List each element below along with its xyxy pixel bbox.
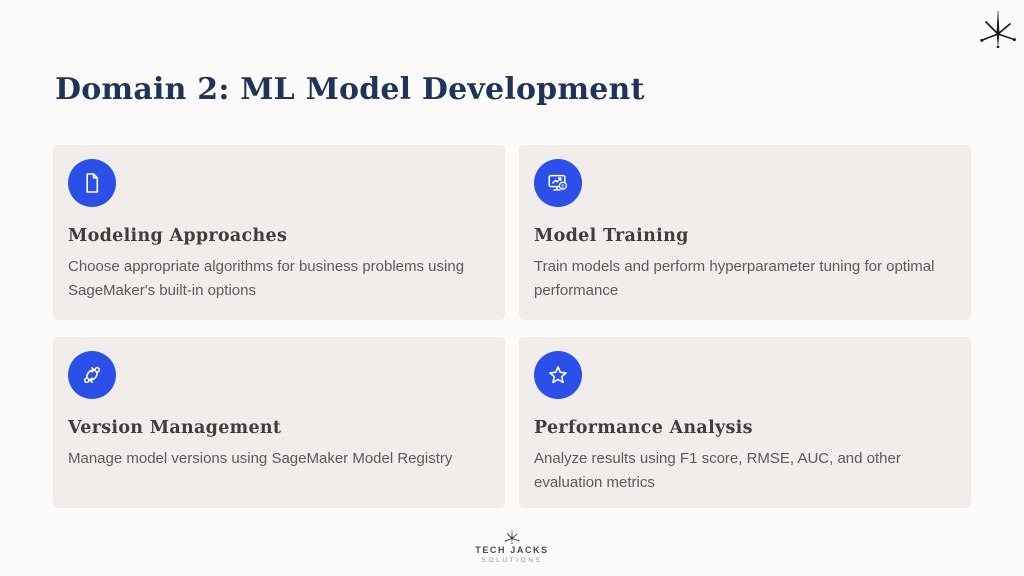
card-description: Analyze results using F1 score, RMSE, AU…: [534, 450, 901, 491]
card-model-training: $ Model Training Train models and perfor…: [519, 145, 971, 320]
footer-brand-logo: TECH JACKS SOLUTIONS: [0, 528, 1024, 564]
version-control-branch-icon: [68, 351, 116, 399]
card-title: Version Management: [68, 418, 282, 438]
star-outline-icon: [534, 351, 582, 399]
sparkle-star-icon: [980, 10, 1016, 48]
file-document-icon: [68, 159, 116, 207]
footer-brand-name: TECH JACKS: [475, 545, 549, 555]
card-modeling-approaches: Modeling Approaches Choose appropriate a…: [53, 145, 505, 320]
page-title: Domain 2: ML Model Development: [55, 72, 645, 107]
monitor-training-chart-icon: $: [534, 159, 582, 207]
card-performance-analysis: Performance Analysis Analyze results usi…: [519, 337, 971, 508]
sparkle-star-icon: [504, 529, 520, 544]
footer-brand-tagline: SOLUTIONS: [481, 557, 543, 564]
card-title: Performance Analysis: [534, 418, 753, 438]
svg-text:$: $: [561, 184, 564, 190]
card-title: Modeling Approaches: [68, 226, 288, 246]
card-description: Manage model versions using SageMaker Mo…: [68, 450, 453, 467]
card-version-management: Version Management Manage model versions…: [53, 337, 505, 508]
card-description: Choose appropriate algorithms for busine…: [68, 258, 465, 299]
card-grid: Modeling Approaches Choose appropriate a…: [53, 145, 971, 508]
card-description: Train models and perform hyperparameter …: [534, 258, 935, 299]
card-title: Model Training: [534, 226, 689, 246]
